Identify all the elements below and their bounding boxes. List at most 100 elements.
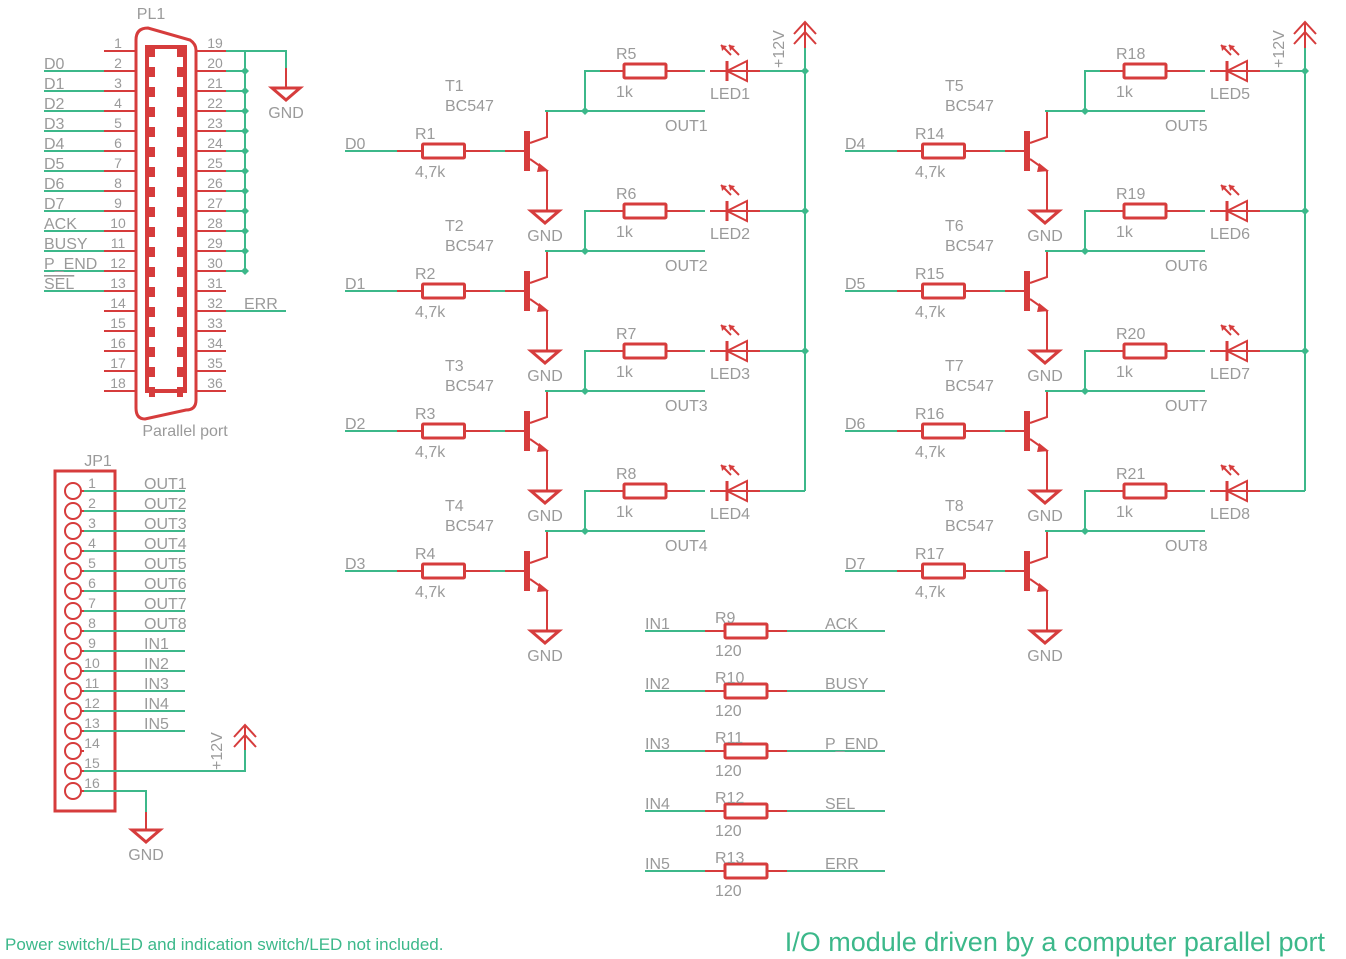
ground-label: GND (527, 368, 563, 385)
pin-number: 2 (114, 55, 122, 71)
load-wire (1084, 350, 1100, 391)
resistor-name: R12 (715, 790, 744, 807)
pin-number: 3 (88, 515, 96, 531)
net-label: OUT7 (1165, 398, 1208, 415)
transistor-base-bar (1024, 131, 1030, 171)
jp1-pin-hole (64, 662, 82, 680)
led-arrowhead-icon (1221, 185, 1235, 191)
pin-number: 9 (88, 635, 96, 651)
led-name: LED6 (1210, 226, 1250, 243)
net-label: OUT5 (1165, 118, 1208, 135)
resistor-name: R8 (616, 466, 637, 483)
net-label: OUT3 (144, 516, 187, 533)
transistor-name: T4 (445, 498, 464, 515)
net-label: ACK (825, 616, 858, 633)
net-label: BUSY (825, 676, 869, 693)
transistor-type: BC547 (445, 98, 494, 115)
base-resistor-body (921, 142, 966, 160)
pin-number: 10 (84, 655, 100, 671)
transistor-name: T1 (445, 78, 464, 95)
jp1-pin-hole (64, 702, 82, 720)
net-label: OUT8 (1165, 538, 1208, 555)
pl1-contact (177, 187, 183, 197)
resistor-name: R10 (715, 670, 744, 687)
resistor-value: 120 (715, 763, 742, 780)
led-body-icon (724, 479, 748, 503)
net-label: IN1 (645, 616, 670, 633)
base-resistor-body (421, 422, 466, 440)
ground-label: GND (128, 847, 164, 864)
pin-number: 4 (114, 95, 122, 111)
led-name: LED2 (710, 226, 750, 243)
transistor-type: BC547 (445, 378, 494, 395)
net-label: IN4 (144, 696, 169, 713)
pin-number: 5 (88, 555, 96, 571)
pl1-contact (177, 47, 183, 57)
supply-label: +12V (771, 30, 788, 68)
net-label: P_END (44, 256, 97, 273)
pl1-contact (149, 167, 155, 177)
resistor-name: R4 (415, 546, 436, 563)
pin-number: 15 (110, 315, 126, 331)
pin-number: 8 (88, 615, 96, 631)
net-label: SEL (44, 276, 74, 293)
led-arrowhead-icon (1221, 465, 1235, 471)
resistor-name: R7 (616, 326, 637, 343)
ground-label: GND (1027, 648, 1063, 665)
pin-number: 14 (110, 295, 126, 311)
resistor-value: 4,7k (915, 164, 946, 181)
transistor-arrow-icon (537, 163, 549, 172)
ground-label: GND (527, 228, 563, 245)
net-label: OUT5 (144, 556, 187, 573)
pin-number: 17 (110, 355, 126, 371)
transistor-name: T5 (945, 78, 964, 95)
led-body-icon (1224, 479, 1248, 503)
transistor-base-bar (524, 271, 530, 311)
resistor-name: R15 (915, 266, 944, 283)
net-label: D6 (845, 416, 866, 433)
load-wire (1084, 70, 1100, 111)
resistor-name: R14 (915, 126, 944, 143)
resistor-name: R17 (915, 546, 944, 563)
led-body-icon (1224, 199, 1248, 223)
pin-number: 1 (88, 475, 96, 491)
jp1-pin-hole (64, 642, 82, 660)
resistor-value: 1k (1116, 84, 1134, 101)
net-label: OUT1 (665, 118, 708, 135)
ground-icon (526, 209, 564, 225)
jp1-pin-hole (64, 622, 82, 640)
ground-icon (1026, 209, 1064, 225)
net-label: IN2 (144, 656, 169, 673)
net-label: OUT6 (144, 576, 187, 593)
pin-number: 30 (207, 255, 223, 271)
net-label: SEL (825, 796, 855, 813)
pl1-contact (149, 227, 155, 237)
transistor-arrow-icon (1037, 303, 1049, 312)
pin-number: 7 (114, 155, 122, 171)
led-body-icon (724, 199, 748, 223)
transistor-collector (529, 251, 548, 284)
pin-number: 9 (114, 195, 122, 211)
resistor-value: 120 (715, 643, 742, 660)
pl1-contact (149, 267, 155, 277)
led-name: LED5 (1210, 86, 1250, 103)
pl1-contact (177, 247, 183, 257)
pin-number: 20 (207, 55, 223, 71)
transistor-base-bar (1024, 411, 1030, 451)
transistor-arrow-icon (1037, 443, 1049, 452)
resistor-value: 4,7k (415, 164, 446, 181)
resistor-value: 4,7k (415, 444, 446, 461)
resistor-value: 120 (715, 883, 742, 900)
pl1-contact (177, 227, 183, 237)
transistor-collector (1029, 531, 1048, 564)
supply-label: +12V (209, 732, 226, 770)
jp1-pin-hole (64, 782, 82, 800)
pin-number: 11 (85, 675, 100, 691)
pl1-contact (177, 387, 183, 397)
pl1-contact (177, 127, 183, 137)
